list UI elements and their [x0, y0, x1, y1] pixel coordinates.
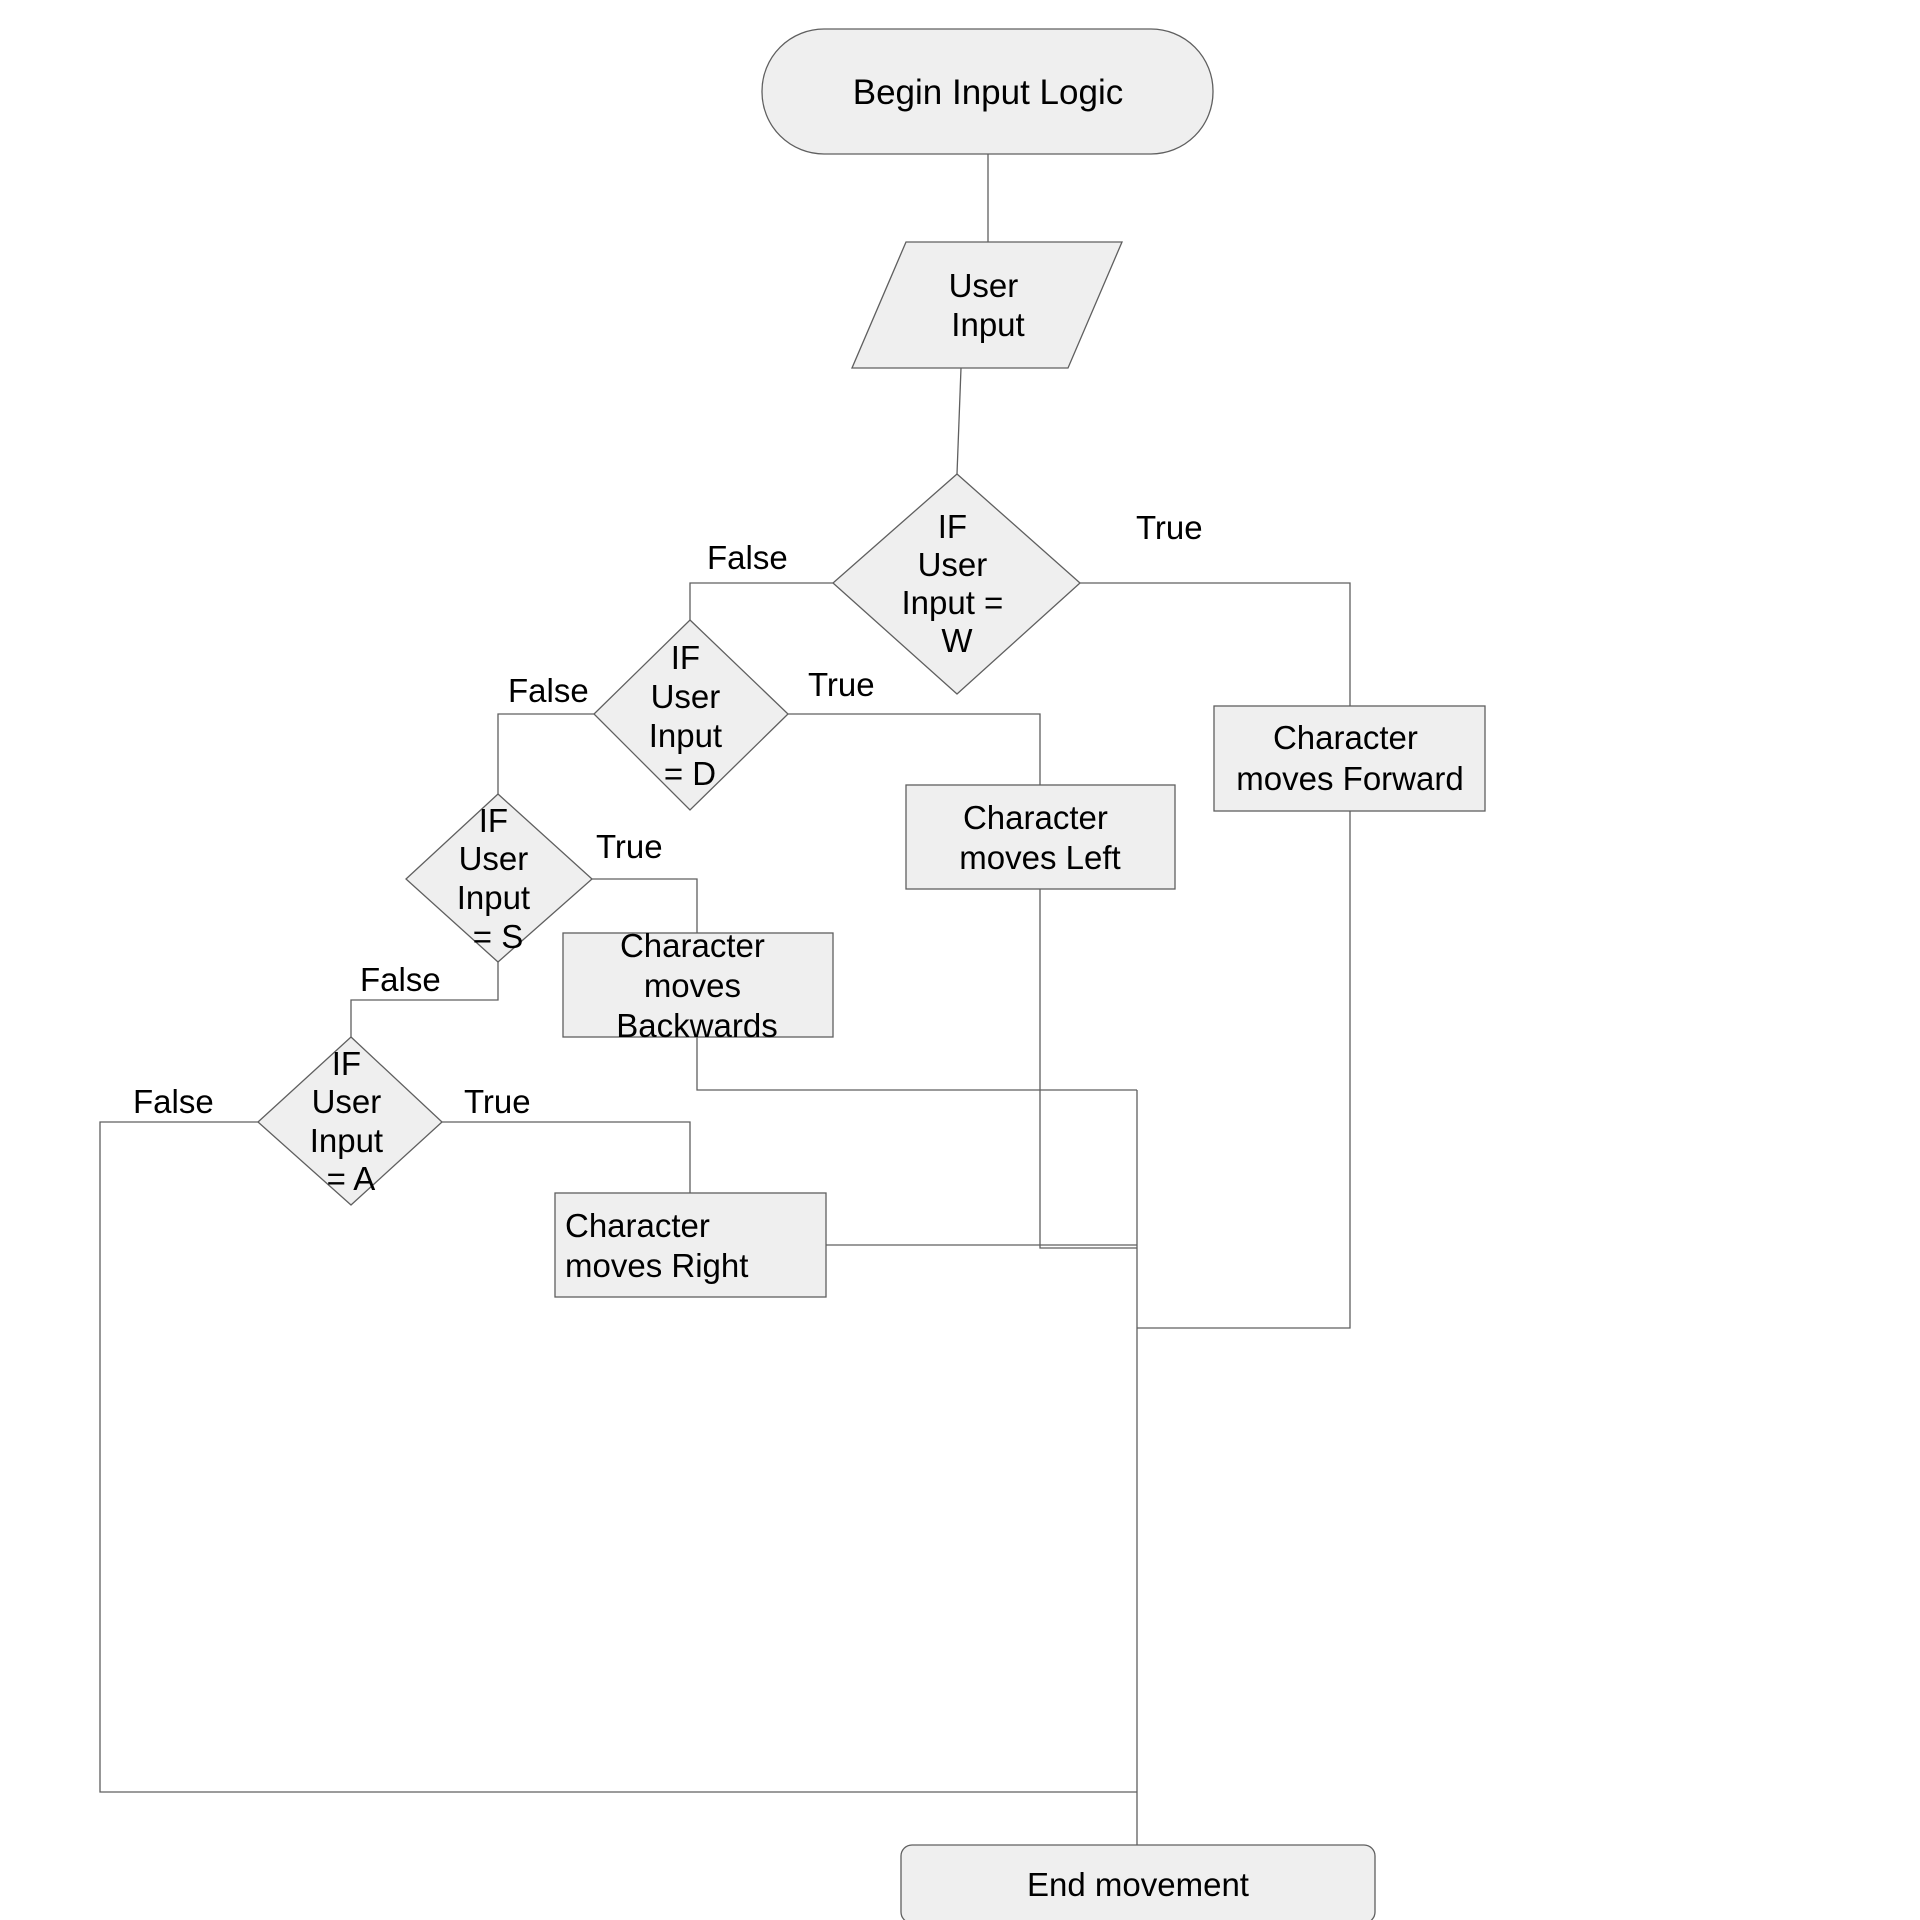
connector-s-false [350, 962, 499, 1037]
decision-a-line-1: IF [332, 1045, 361, 1082]
connectors [99, 154, 1351, 1845]
decision-d-line-4: = D [664, 755, 716, 792]
start-label: Begin Input Logic [853, 73, 1123, 112]
connector-forward-merge [1137, 811, 1351, 1329]
svg-text:IF User Input: IF User Input = A [310, 1045, 393, 1197]
decision-w-line-1: IF [938, 508, 967, 545]
edge-label-a-true: True [464, 1083, 531, 1120]
connector-input-to-decision-w [956, 367, 962, 475]
input-label-line-1: User [949, 267, 1019, 304]
decision-w: IF User Input = W [832, 473, 1081, 695]
decision-d-line-3: Input [649, 717, 722, 754]
decision-a-line-4: = A [327, 1160, 376, 1197]
action-right: Character moves Right [554, 1192, 827, 1298]
decision-s-line-3: Input [457, 879, 530, 916]
action-right-line-1: Character [565, 1207, 710, 1244]
decision-s-line-2: User [459, 840, 529, 877]
action-forward-line-1: Character [1273, 719, 1418, 756]
decision-d-line-1: IF [671, 639, 700, 676]
decision-d: IF User Input = D [593, 619, 789, 811]
decision-w-line-3: Input = [901, 584, 1003, 621]
decision-a-line-2: User [312, 1083, 382, 1120]
connector-w-true [1080, 582, 1351, 706]
edge-labels: True False True False True False True Fa… [133, 509, 1203, 1120]
connector-d-false [497, 713, 594, 794]
action-backwards-line-3: Backwards [616, 1007, 777, 1044]
edge-label-s-true: True [596, 828, 663, 865]
end-label: End movement [1027, 1866, 1249, 1903]
edge-label-d-true: True [808, 666, 875, 703]
edge-label-d-false: False [508, 672, 589, 709]
decision-d-line-2: User [651, 678, 721, 715]
decision-s-line-4: = S [473, 918, 523, 955]
svg-text:Character moves Forward: Character moves Forward [1236, 719, 1463, 797]
edge-label-w-false: False [707, 539, 788, 576]
svg-text:IF User Input: IF User Input = S [457, 802, 540, 955]
connector-left-merge [1039, 889, 1137, 1249]
action-backwards: Character moves Backwards [562, 927, 834, 1044]
connector-w-false [689, 582, 833, 620]
edge-label-s-false: False [360, 961, 441, 998]
svg-text:User Input: User Input [949, 267, 1028, 343]
svg-text:Character moves Ba: Character moves Backwards [616, 927, 777, 1044]
decision-w-line-2: User [918, 546, 988, 583]
connector-backwards-merge [696, 1037, 1137, 1091]
action-left: Character moves Left [905, 784, 1176, 890]
connector-d-true [788, 713, 1041, 785]
connector-a-true [442, 1121, 691, 1193]
action-backwards-line-2: moves [644, 967, 741, 1004]
decision-w-line-4: W [941, 622, 973, 659]
connector-s-true [592, 878, 698, 933]
svg-text:IF User Input =: IF User Input = W [901, 508, 1012, 659]
svg-text:IF User Input: IF User Input = D [649, 639, 732, 792]
input-parallelogram: User Input [851, 241, 1123, 369]
edge-label-a-false: False [133, 1083, 214, 1120]
decision-a-line-3: Input [310, 1122, 383, 1159]
action-backwards-line-1: Character [620, 927, 765, 964]
edge-label-w-true: True [1136, 509, 1203, 546]
action-left-line-1: Character [963, 799, 1108, 836]
connector-a-false [99, 1121, 1137, 1793]
end-terminal: End movement [900, 1844, 1376, 1920]
decision-s-line-1: IF [479, 802, 508, 839]
start-terminal: Begin Input Logic [761, 28, 1214, 155]
input-label-line-2: Input [951, 306, 1024, 343]
action-forward: Character moves Forward [1213, 705, 1486, 812]
svg-text:Character moves Left: Character moves Left [959, 799, 1120, 876]
svg-text:Character moves Right: Character moves Right [565, 1207, 748, 1284]
decision-s: IF User Input = S [405, 793, 593, 963]
decision-a: IF User Input = A [257, 1036, 443, 1206]
action-right-line-2: moves Right [565, 1247, 748, 1284]
action-left-line-2: moves Left [959, 839, 1120, 876]
action-forward-line-2: moves Forward [1236, 760, 1463, 797]
